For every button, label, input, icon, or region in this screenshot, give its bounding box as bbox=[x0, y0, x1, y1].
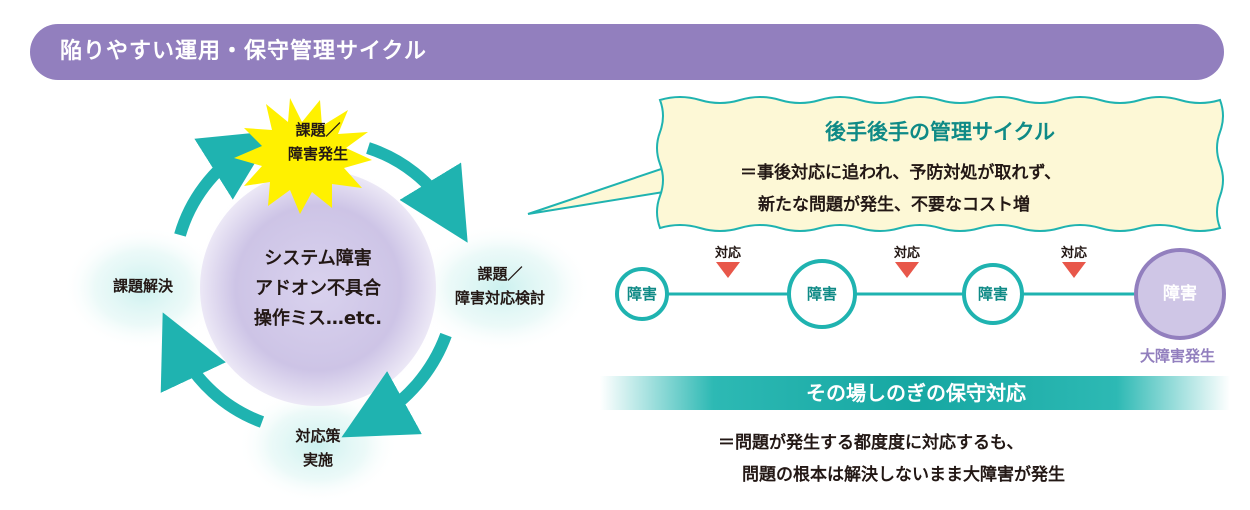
bottom-line-1: ＝問題が発生する都度度に対応するも、 bbox=[718, 433, 1024, 453]
timeline-node-major bbox=[1134, 248, 1226, 340]
timeline-node-2-label: 障害 bbox=[806, 285, 837, 303]
bubble-tail bbox=[527, 162, 677, 215]
response-arrow-icon-2 bbox=[895, 262, 919, 278]
cycle-arrow-top-left bbox=[174, 130, 275, 237]
cycle-top-label: 課題／ 障害発生 bbox=[287, 121, 348, 163]
cycle-arrow-bottom-left bbox=[160, 312, 265, 428]
timeline-node-2 bbox=[787, 259, 857, 329]
timeline-node-major-label: 障害 bbox=[1163, 284, 1197, 304]
response-label-2: 対応 bbox=[893, 246, 920, 261]
timeline-node-3-label: 障害 bbox=[977, 285, 1008, 303]
header-bar bbox=[30, 24, 1224, 80]
bubble-line-2: 新たな問題が発生、不要なコスト増 bbox=[758, 195, 1030, 215]
bubble-line-1: ＝事後対応に追われ、予防対処が取れず、 bbox=[740, 163, 1062, 183]
right-glow bbox=[412, 224, 592, 352]
response-label-3: 対応 bbox=[1060, 246, 1087, 261]
band-background bbox=[600, 376, 1230, 410]
alert-burst-icon bbox=[234, 98, 372, 214]
response-label-1: 対応 bbox=[714, 246, 741, 261]
cycle-arrow-bottom-right bbox=[341, 332, 452, 438]
timeline-node-1-label: 障害 bbox=[626, 285, 657, 303]
speech-bubble bbox=[656, 96, 1224, 232]
cycle-left-label: 課題解決 bbox=[112, 277, 173, 295]
major-failure-label: 大障害発生 bbox=[1140, 347, 1216, 365]
response-arrow-icon-1 bbox=[716, 262, 740, 278]
timeline-node-1 bbox=[615, 267, 669, 321]
cycle-right-label: 課題／ 障害対応検討 bbox=[454, 265, 545, 307]
header-title: 陥りやすい運用・保守管理サイクル bbox=[60, 39, 427, 64]
bubble-title: 後手後手の管理サイクル bbox=[825, 120, 1055, 144]
response-arrow-icon-3 bbox=[1062, 262, 1086, 278]
center-circle bbox=[200, 170, 436, 406]
cycle-bottom-label: 対応策 実施 bbox=[295, 427, 341, 469]
bottom-line-2: 問題の根本は解決しないまま大障害が発生 bbox=[742, 465, 1065, 485]
cycle-arrow-top-right bbox=[366, 142, 468, 243]
timeline-node-3 bbox=[962, 263, 1024, 325]
band-title: その場しのぎの保守対応 bbox=[806, 381, 1026, 405]
cycle-center-label: システム障害 アドオン不具合 操作ミス…etc. bbox=[253, 248, 383, 329]
